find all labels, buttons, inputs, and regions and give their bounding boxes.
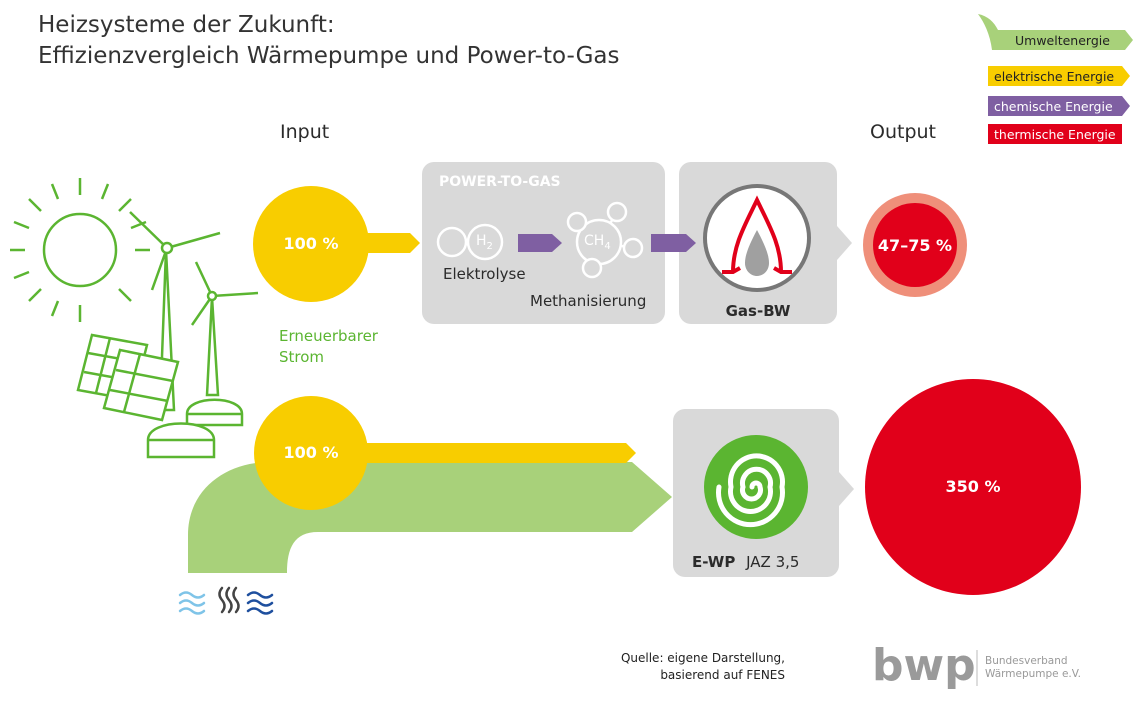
ptg-electric-arrow bbox=[360, 233, 420, 253]
power-to-gas-heading: POWER-TO-GAS bbox=[439, 174, 561, 190]
legend-thermisch-swatch bbox=[988, 124, 1122, 144]
water-waves-icon bbox=[178, 586, 274, 615]
h2-molecule-icon bbox=[436, 223, 504, 261]
source-note: Quelle: eigene Darstellung, basierend au… bbox=[560, 650, 785, 684]
ewp-output-circle bbox=[865, 379, 1081, 595]
solar-panel-icon bbox=[76, 333, 180, 422]
legend-label: thermische Energie bbox=[994, 127, 1116, 142]
input-column-heading: Input bbox=[280, 121, 330, 143]
methanisierung-label: Methanisierung bbox=[530, 292, 647, 310]
chemical-arrow-2 bbox=[651, 234, 696, 252]
legend-chemisch-swatch bbox=[988, 96, 1130, 116]
gas-bw-output-circle bbox=[873, 203, 957, 287]
renewable-electricity-label: Erneuerbarer Strom bbox=[279, 326, 378, 368]
bwp-logo-text: bwp bbox=[872, 640, 976, 691]
ptg-input-value: 100 % bbox=[283, 234, 339, 253]
renewable-label-line-1: Erneuerbarer bbox=[279, 327, 378, 345]
renewable-label-line-2: Strom bbox=[279, 348, 325, 366]
h2-symbol: H bbox=[476, 233, 487, 249]
heat-pump-spiral-icon bbox=[704, 435, 808, 539]
wp-input-circle bbox=[254, 396, 368, 510]
h2-subscript: 2 bbox=[486, 240, 493, 252]
title-line-2: Effizienzvergleich Wärmepumpe und Power-… bbox=[38, 43, 620, 69]
h2-label: H2 bbox=[476, 233, 493, 252]
wp-electric-arrow bbox=[320, 443, 636, 463]
source-line-2: basierend auf FENES bbox=[660, 668, 785, 682]
ewp-output-value: 350 % bbox=[945, 477, 1001, 496]
source-line-1: Quelle: eigene Darstellung, bbox=[620, 651, 785, 665]
legend-label: elektrische Energie bbox=[994, 69, 1115, 84]
ch4-molecule-icon bbox=[566, 201, 644, 279]
brand-name: Bundesverband Wärmepumpe e.V. bbox=[985, 655, 1081, 681]
ch4-label: CH4 bbox=[584, 233, 611, 252]
ptg-input-circle bbox=[253, 186, 369, 302]
title-line-1: Heizsysteme der Zukunft: bbox=[38, 12, 335, 38]
wp-input-value: 100 % bbox=[283, 443, 339, 462]
ewp-jaz: JAZ 3,5 bbox=[746, 553, 800, 571]
legend-umweltenergie-swatch bbox=[978, 14, 1133, 50]
ewp-output-pointer bbox=[839, 472, 854, 506]
gas-bw-output-pointer bbox=[837, 226, 852, 260]
brand-name-line-2: Wärmepumpe e.V. bbox=[985, 668, 1081, 680]
page-title: Heizsysteme der Zukunft: Effizienzvergle… bbox=[38, 10, 620, 72]
gas-bw-label: Gas-BW bbox=[725, 302, 791, 320]
ewp-label: E-WP bbox=[692, 553, 736, 571]
gas-bw-output-value: 47–75 % bbox=[877, 236, 953, 255]
output-column-heading: Output bbox=[870, 121, 936, 143]
gas-flame-icon bbox=[703, 184, 811, 292]
ewp-label-row: E-WP JAZ 3,5 bbox=[692, 553, 799, 571]
legend-label: chemische Energie bbox=[994, 99, 1113, 114]
elektrolyse-label: Elektrolyse bbox=[443, 265, 526, 283]
bwp-logo: bwp bbox=[872, 640, 978, 691]
brand-name-line-1: Bundesverband bbox=[985, 655, 1068, 667]
legend-elektrisch-swatch bbox=[988, 66, 1130, 86]
biogas-plant-icon bbox=[146, 398, 244, 459]
chemical-arrow-1 bbox=[518, 234, 562, 252]
ch4-subscript: 4 bbox=[604, 240, 611, 252]
legend-label: Umweltenergie bbox=[1015, 33, 1110, 48]
sun-icon bbox=[10, 178, 150, 322]
ch4-symbol: CH bbox=[584, 233, 605, 249]
